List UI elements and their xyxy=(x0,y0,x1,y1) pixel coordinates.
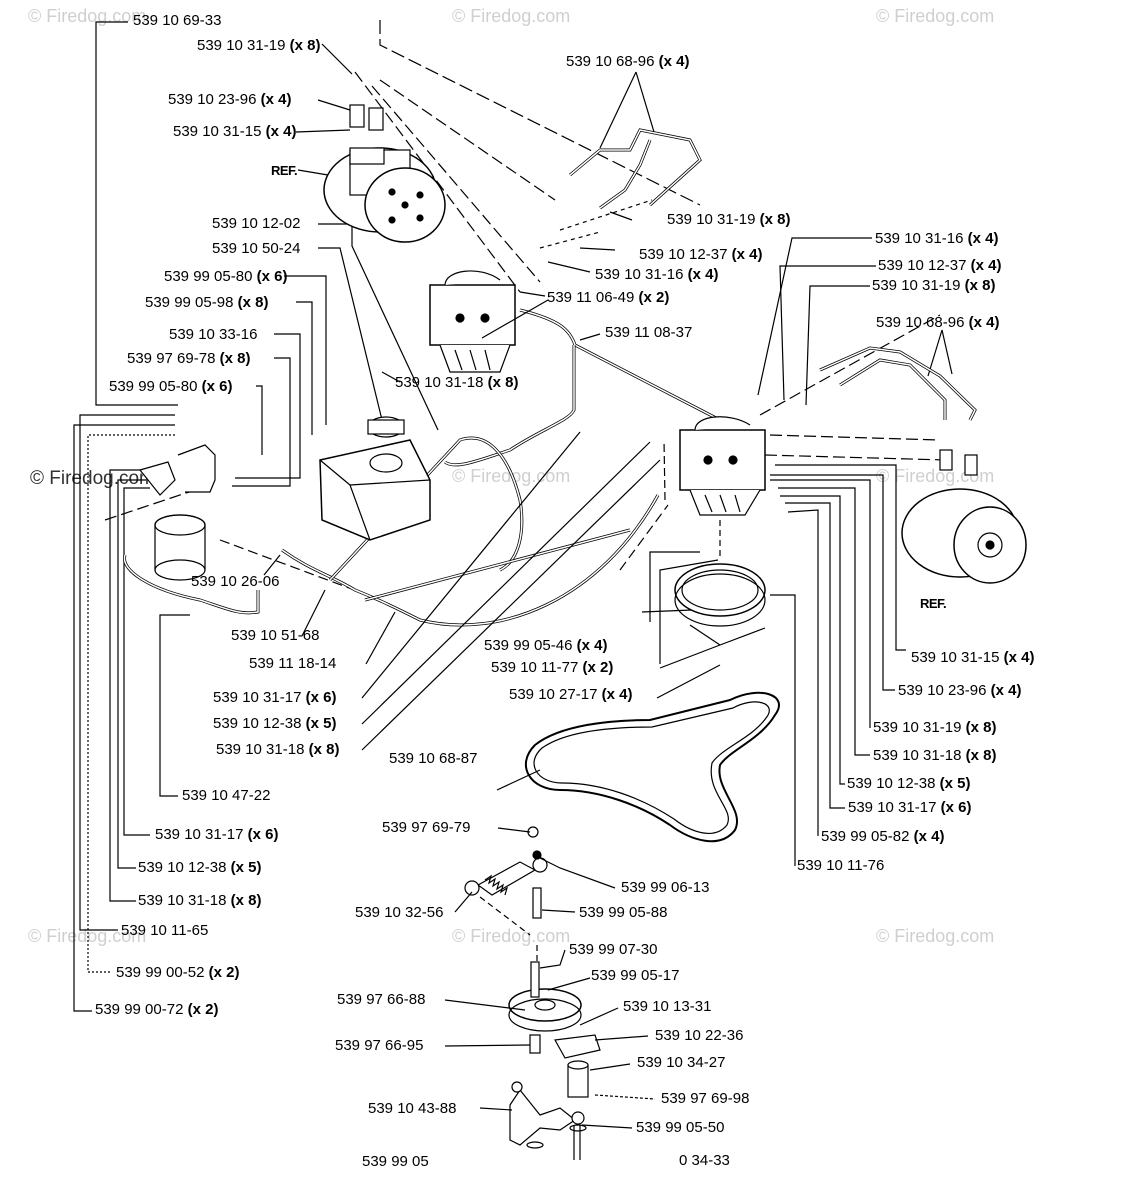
part-label: 539 99 05 xyxy=(362,1153,429,1170)
part-label: 539 10 33-16 xyxy=(169,326,258,343)
part-label: 539 10 12-02 xyxy=(212,215,301,232)
part-label: 539 99 05-88 xyxy=(579,904,668,921)
part-label: 539 10 23-96 (x 4) xyxy=(898,682,1022,699)
part-label: 539 97 69-98 xyxy=(661,1090,750,1107)
part-label: 539 10 11-77 (x 2) xyxy=(491,659,614,676)
part-label: 539 10 31-18 (x 8) xyxy=(873,747,997,764)
part-label: 539 99 05-50 xyxy=(636,1119,725,1136)
watermark: © Firedog.com xyxy=(452,6,571,26)
part-label: 539 10 31-19 (x 8) xyxy=(872,277,996,294)
part-label: 539 10 31-17 (x 6) xyxy=(213,689,337,706)
part-label: 0 34-33 xyxy=(679,1152,730,1169)
part-label: 539 10 31-19 (x 8) xyxy=(667,211,791,228)
part-label: 539 10 12-38 (x 5) xyxy=(138,859,262,876)
part-label: 539 10 68-96 (x 4) xyxy=(876,314,1000,331)
part-label: 539 10 68-96 (x 4) xyxy=(566,53,690,70)
ref-label-left: REF. xyxy=(271,163,298,178)
part-label: 539 10 11-65 xyxy=(121,922,209,939)
part-label: 539 10 31-17 (x 6) xyxy=(155,826,279,843)
part-label: 539 10 27-17 (x 4) xyxy=(509,686,633,703)
part-label: 539 10 31-19 (x 8) xyxy=(197,37,321,54)
watermark: © Firedog.com xyxy=(28,6,147,26)
watermark: © Firedog.com xyxy=(876,6,995,26)
part-label: 539 99 05-80 (x 6) xyxy=(109,378,233,395)
part-label: 539 99 05-80 (x 6) xyxy=(164,268,288,285)
ref-label-right: REF. xyxy=(920,596,947,611)
part-label: 539 99 05-17 xyxy=(591,967,680,984)
part-label: 539 99 07-30 xyxy=(569,941,658,958)
part-label: 539 11 18-14 xyxy=(249,655,337,672)
watermark: © Firedog.com xyxy=(30,468,155,489)
part-label: 539 99 00-52 (x 2) xyxy=(116,964,240,981)
part-label: 539 10 31-18 (x 8) xyxy=(216,741,340,758)
part-label: 539 10 51-68 xyxy=(231,627,320,644)
part-label: 539 10 13-31 xyxy=(623,998,712,1015)
part-label: 539 10 12-38 (x 5) xyxy=(213,715,337,732)
part-label: 539 10 31-17 (x 6) xyxy=(848,799,972,816)
part-label: 539 10 22-36 xyxy=(655,1027,744,1044)
part-label: 539 10 12-37 (x 4) xyxy=(639,246,763,263)
part-label: 539 10 23-96 (x 4) xyxy=(168,91,292,108)
part-label: 539 10 43-88 xyxy=(368,1100,457,1117)
part-label: 539 10 32-56 xyxy=(355,904,444,921)
part-label: 539 10 12-37 (x 4) xyxy=(878,257,1002,274)
part-label: 539 10 31-18 (x 8) xyxy=(395,374,519,391)
part-label: 539 10 31-15 (x 4) xyxy=(911,649,1035,666)
part-label: 539 99 06-13 xyxy=(621,879,710,896)
part-label: 539 10 31-15 (x 4) xyxy=(173,123,297,140)
watermark: © Firedog.com xyxy=(876,926,995,946)
part-label: 539 10 31-19 (x 8) xyxy=(873,719,997,736)
part-label: 539 10 47-22 xyxy=(182,787,271,804)
part-label: 539 97 66-88 xyxy=(337,991,426,1008)
part-label: 539 10 26-06 xyxy=(191,573,280,590)
part-label: 539 10 31-16 (x 4) xyxy=(595,266,719,283)
part-label: 539 97 69-78 (x 8) xyxy=(127,350,251,367)
part-label: 539 97 69-79 xyxy=(382,819,471,836)
part-label: 539 10 31-16 (x 4) xyxy=(875,230,999,247)
part-label: 539 99 00-72 (x 2) xyxy=(95,1001,219,1018)
watermark: © Firedog.com xyxy=(28,926,147,946)
part-label: 539 11 06-49 (x 2) xyxy=(547,289,670,306)
part-label: 539 10 34-27 xyxy=(637,1054,726,1071)
part-label: 539 97 66-95 xyxy=(335,1037,424,1054)
part-label: 539 11 08-37 xyxy=(605,324,693,341)
part-label: 539 99 05-46 (x 4) xyxy=(484,637,608,654)
part-label: 539 10 69-33 xyxy=(133,12,222,29)
part-label: 539 10 12-38 (x 5) xyxy=(847,775,971,792)
part-label: 539 10 50-24 xyxy=(212,240,301,257)
part-label: 539 10 68-87 xyxy=(389,750,478,767)
part-label: 539 99 05-82 (x 4) xyxy=(821,828,945,845)
part-label: 539 10 11-76 xyxy=(797,857,885,874)
part-label: 539 99 05-98 (x 8) xyxy=(145,294,269,311)
watermark: © Firedog.com xyxy=(452,926,571,946)
part-label: 539 10 31-18 (x 8) xyxy=(138,892,262,909)
